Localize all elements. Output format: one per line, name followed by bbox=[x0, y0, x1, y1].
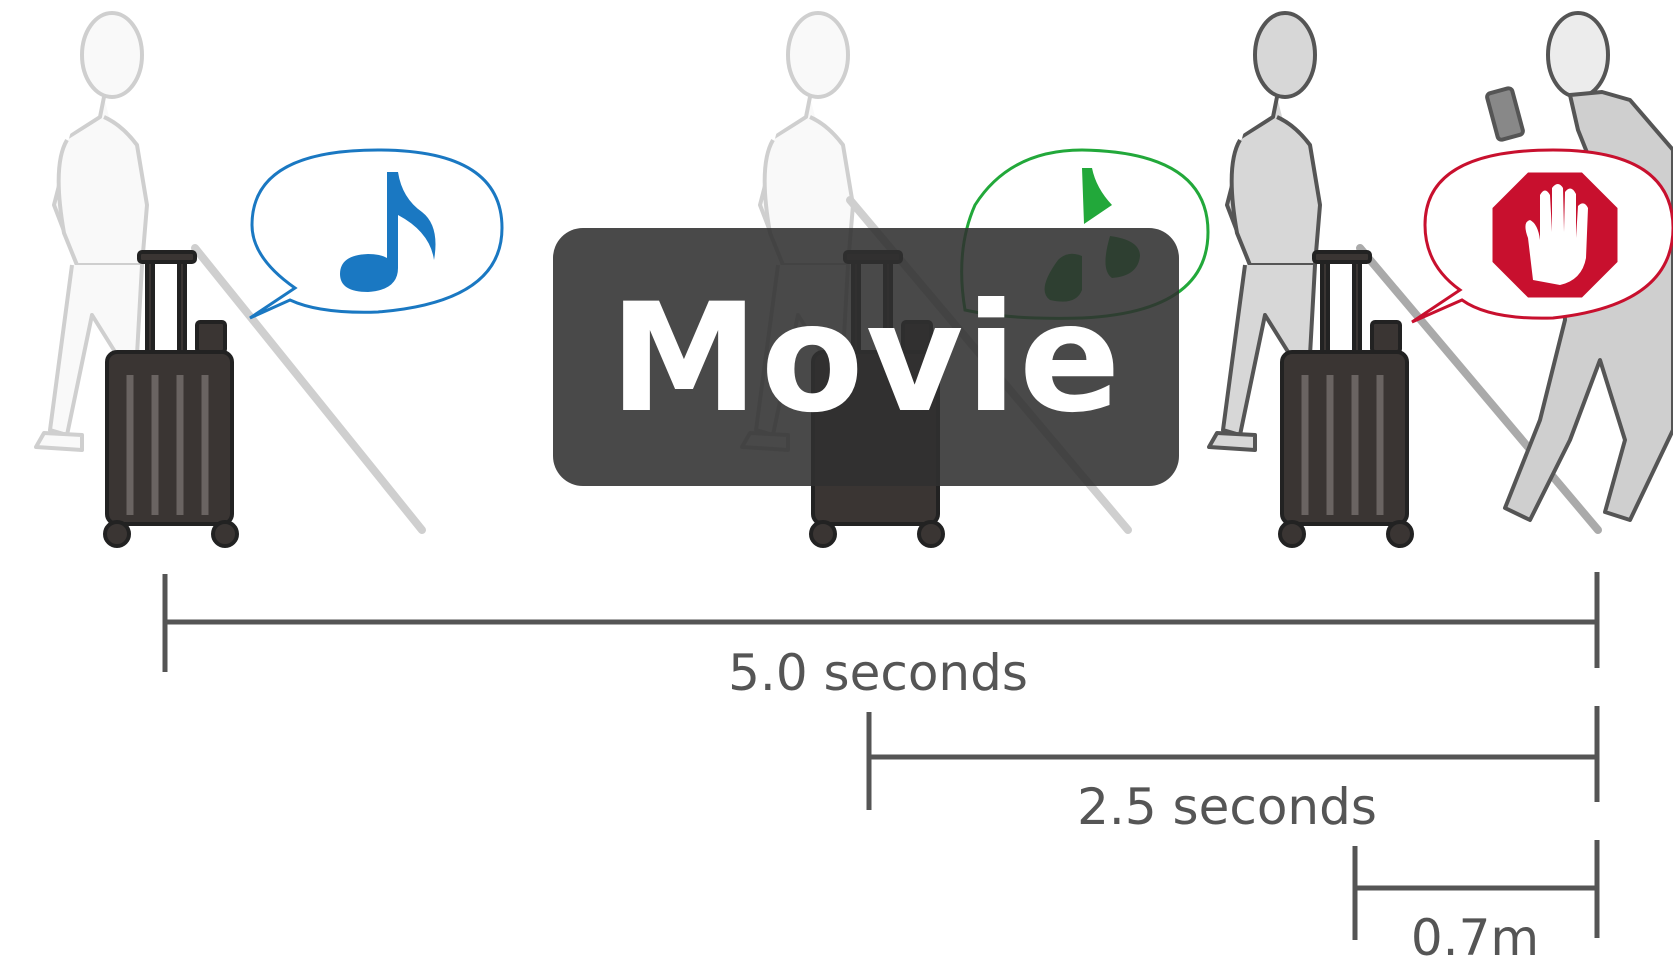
movie-label: Movie bbox=[609, 284, 1122, 434]
measure-label-2-5-seconds: 2.5 seconds bbox=[1077, 778, 1377, 836]
measure-label-5-0-seconds: 5.0 seconds bbox=[728, 644, 1028, 702]
measurement-lines bbox=[165, 572, 1597, 940]
speech-bubble-red bbox=[1412, 150, 1673, 322]
movie-play-overlay[interactable]: Movie bbox=[553, 228, 1179, 486]
speech-bubble-blue bbox=[250, 150, 502, 318]
stop-hand-icon bbox=[1490, 170, 1620, 300]
measure-label-0-7m: 0.7m bbox=[1411, 909, 1539, 965]
